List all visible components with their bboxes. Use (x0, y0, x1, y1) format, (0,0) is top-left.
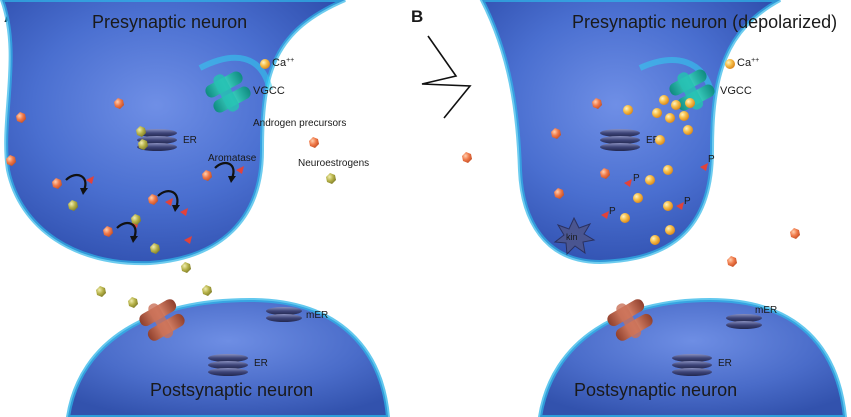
post-er-label-b: ER (718, 358, 732, 369)
post-er-organelle-b (672, 354, 712, 376)
postsynaptic-title-a: Postsynaptic neuron (150, 380, 313, 400)
panel-b: B Presynaptic neuron (depolarized) VGCC … (411, 0, 848, 417)
postsynaptic-channel-a (139, 299, 185, 341)
vgcc-label-a: VGCC (253, 85, 285, 97)
mer-receptor-a (266, 307, 302, 322)
vgcc-channel-a (205, 71, 251, 113)
svg-text:P: P (609, 206, 616, 217)
conversion-arrows-a (65, 161, 236, 243)
aromatase-enzymes-a (86, 166, 244, 244)
phospho-labels-b: P P P P (609, 154, 715, 217)
depolarization-signal (421, 35, 472, 119)
phosphorylated-aromatase-b (601, 163, 708, 219)
svg-text:P: P (708, 154, 715, 165)
neuroestrogens-label: Neuroestrogens (298, 158, 369, 169)
panel-a: A Presynaptic neuron VGCC Ca++ Androgen … (0, 0, 391, 417)
er-organelle-b (600, 129, 640, 151)
vgcc-label-b: VGCC (720, 85, 752, 97)
androgen-precursors-a (6, 98, 212, 237)
mer-label-a: mER (306, 310, 328, 321)
postsynaptic-title-b: Postsynaptic neuron (574, 380, 737, 400)
androgen-precursors-b (462, 98, 800, 267)
calcium-ion-b (725, 59, 735, 69)
androgen-precursors-label: Androgen precursors (253, 118, 346, 129)
er-label-b: ER (646, 135, 660, 146)
calcium-label-b: Ca++ (737, 57, 759, 69)
neuroestrogens-a (68, 126, 268, 361)
neuroestrogen-legend (326, 173, 336, 184)
post-er-organelle-a (208, 354, 248, 376)
presynaptic-title-a: Presynaptic neuron (92, 12, 247, 32)
svg-text:P: P (633, 173, 640, 184)
mer-label-b: mER (755, 305, 777, 316)
androgen-precursor-legend (309, 137, 319, 148)
mer-receptor-b (726, 314, 762, 329)
svg-text:P: P (684, 196, 691, 207)
panel-b-letter: B (411, 7, 423, 26)
er-label-a: ER (183, 135, 197, 146)
post-er-label-a: ER (254, 358, 268, 369)
presynaptic-title-b: Presynaptic neuron (depolarized) (572, 12, 837, 32)
calcium-ions-b (620, 95, 695, 245)
kinase-label: kin (566, 232, 578, 242)
calcium-label-a: Ca++ (272, 57, 294, 69)
calcium-ion (260, 59, 270, 69)
aromatase-label: Aromatase (208, 153, 257, 164)
postsynaptic-channel-b (607, 299, 653, 341)
kinase-star (553, 216, 596, 256)
